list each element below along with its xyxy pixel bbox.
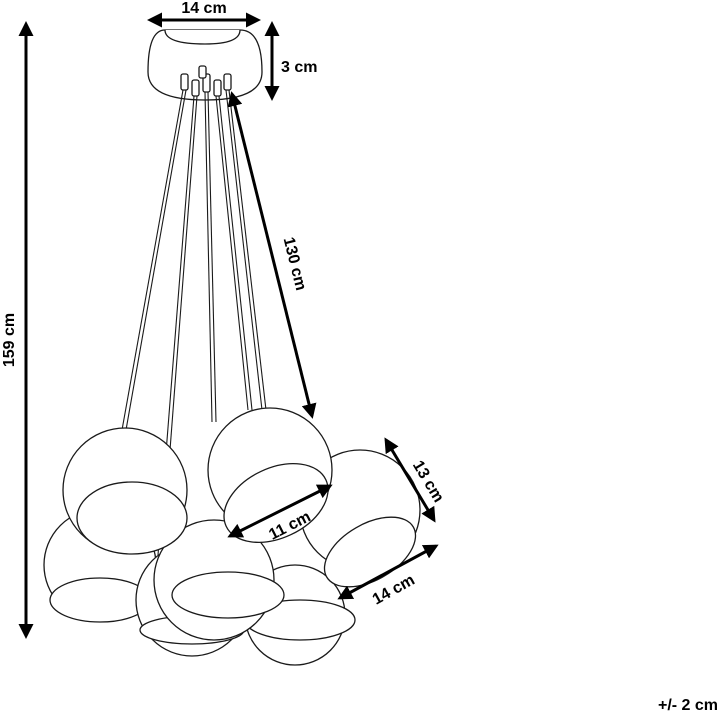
globe-shade-center-low xyxy=(153,519,285,641)
shade-diameter-arrow xyxy=(337,544,439,600)
shade-depth-arrow xyxy=(384,437,436,523)
globe-shade-bottom-left xyxy=(43,508,157,623)
tolerance-note: +/- 2 cm xyxy=(658,697,718,713)
cable-sockets xyxy=(180,65,232,97)
canopy-height-label: 3 cm xyxy=(281,59,317,76)
total-height-label: 159 cm xyxy=(1,313,18,367)
cable-length-arrow xyxy=(227,91,317,419)
globe-shade-left-top xyxy=(62,427,188,555)
canopy-width-label: 14 cm xyxy=(181,0,226,17)
ceiling-canopy xyxy=(147,29,263,101)
shade-opening-arrow xyxy=(227,484,333,538)
cable-length-label: 130 cm xyxy=(280,236,310,293)
